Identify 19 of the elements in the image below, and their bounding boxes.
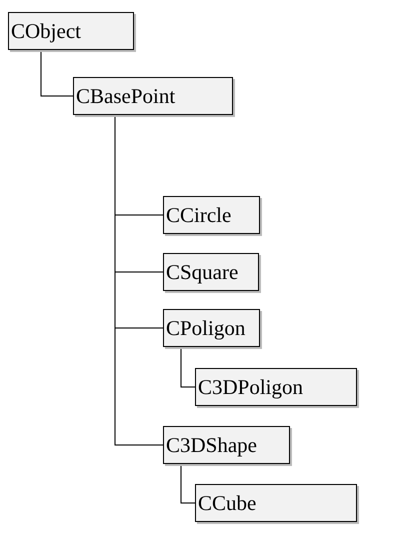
class-box bbox=[195, 368, 357, 406]
class-box bbox=[8, 12, 134, 50]
class-name: CBasePoint bbox=[76, 84, 176, 108]
class-name: CPoligon bbox=[166, 316, 246, 340]
class-box bbox=[195, 484, 357, 522]
class-box bbox=[163, 196, 260, 234]
class-name: C3DPoligon bbox=[198, 374, 304, 400]
class-box bbox=[163, 426, 290, 464]
class-name: CCube bbox=[198, 490, 256, 516]
connector-line bbox=[40, 50, 74, 96]
class-box bbox=[163, 309, 260, 347]
class-name: CSquare bbox=[166, 260, 238, 284]
class-name: CObject bbox=[11, 18, 81, 44]
class-box bbox=[73, 77, 233, 115]
connector-line bbox=[180, 464, 196, 504]
class-name: CCircle bbox=[166, 202, 232, 228]
class-name: C3DShape bbox=[166, 432, 257, 458]
class-box bbox=[163, 253, 259, 291]
connector-line bbox=[180, 346, 196, 388]
